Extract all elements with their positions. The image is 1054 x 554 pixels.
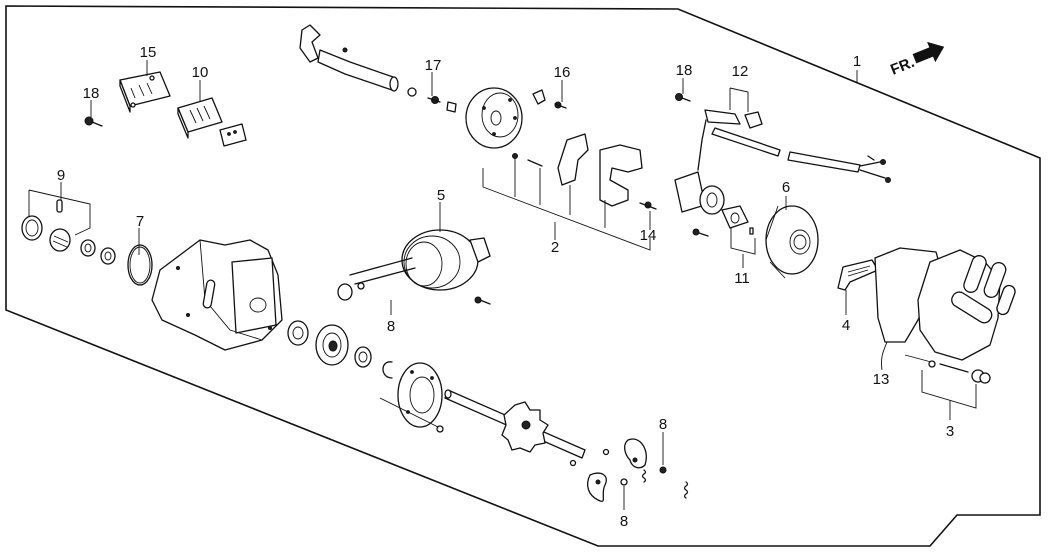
governor-weights[interactable] — [569, 438, 689, 502]
callout-8-lower: 8 — [620, 513, 628, 530]
part-10-module[interactable] — [177, 97, 247, 147]
part-6-seal-cover[interactable] — [765, 205, 819, 279]
pole-pieces[interactable] — [557, 133, 657, 210]
advance-arm[interactable] — [299, 24, 399, 92]
part-7-o-ring[interactable] — [127, 244, 153, 286]
pickup-assembly[interactable] — [674, 171, 725, 237]
bearing-stack[interactable] — [287, 320, 393, 379]
callout-9: 9 — [57, 167, 65, 184]
part-5-vacuum-advance[interactable] — [337, 229, 491, 305]
distributor-cap[interactable] — [904, 249, 1017, 384]
callout-labels: 1 2 3 4 5 6 7 8 8 8 9 10 11 12 13 14 15 … — [57, 44, 954, 530]
part-17-screw[interactable] — [407, 87, 457, 113]
distributor-shaft[interactable] — [444, 389, 586, 459]
distributor-housing[interactable] — [151, 239, 283, 351]
part-18-bolt-right[interactable] — [675, 93, 691, 102]
callout-15: 15 — [140, 44, 157, 61]
part-12-wire-harness[interactable] — [697, 109, 891, 183]
callout-10: 10 — [192, 64, 209, 81]
callout-18-right: 18 — [676, 62, 693, 79]
callout-5: 5 — [437, 187, 445, 204]
callout-6: 6 — [782, 179, 790, 196]
callout-13: 13 — [873, 371, 890, 388]
callout-7: 7 — [136, 213, 144, 230]
assembly-frame — [5, 5, 1041, 547]
bearing-plate[interactable] — [379, 362, 444, 433]
part-11-magnet[interactable] — [721, 205, 754, 235]
leader-lines — [28, 60, 977, 510]
part-9-cluster[interactable] — [21, 199, 116, 265]
part-13-gasket[interactable] — [874, 247, 941, 343]
front-direction-indicator: FR. — [888, 41, 945, 79]
part-4-rotor[interactable] — [837, 259, 879, 291]
callout-2: 2 — [551, 239, 559, 256]
callout-16: 16 — [554, 64, 571, 81]
callout-4: 4 — [842, 317, 850, 334]
callout-17: 17 — [425, 57, 442, 74]
callout-8-middle: 8 — [387, 318, 395, 335]
callout-8-right: 8 — [659, 416, 667, 433]
callout-11: 11 — [734, 270, 750, 287]
callout-1: 1 — [853, 53, 861, 70]
breaker-plate[interactable] — [465, 87, 543, 167]
callout-3: 3 — [946, 423, 954, 440]
callout-14: 14 — [640, 227, 657, 244]
callout-18-left: 18 — [83, 85, 100, 102]
front-label: FR. — [888, 54, 917, 79]
part-18-bolt-left[interactable] — [84, 116, 103, 127]
front-arrow-icon — [912, 41, 945, 64]
part-16-screw[interactable] — [532, 89, 567, 109]
callout-12: 12 — [732, 63, 749, 80]
part-15-igniter[interactable] — [119, 71, 171, 113]
